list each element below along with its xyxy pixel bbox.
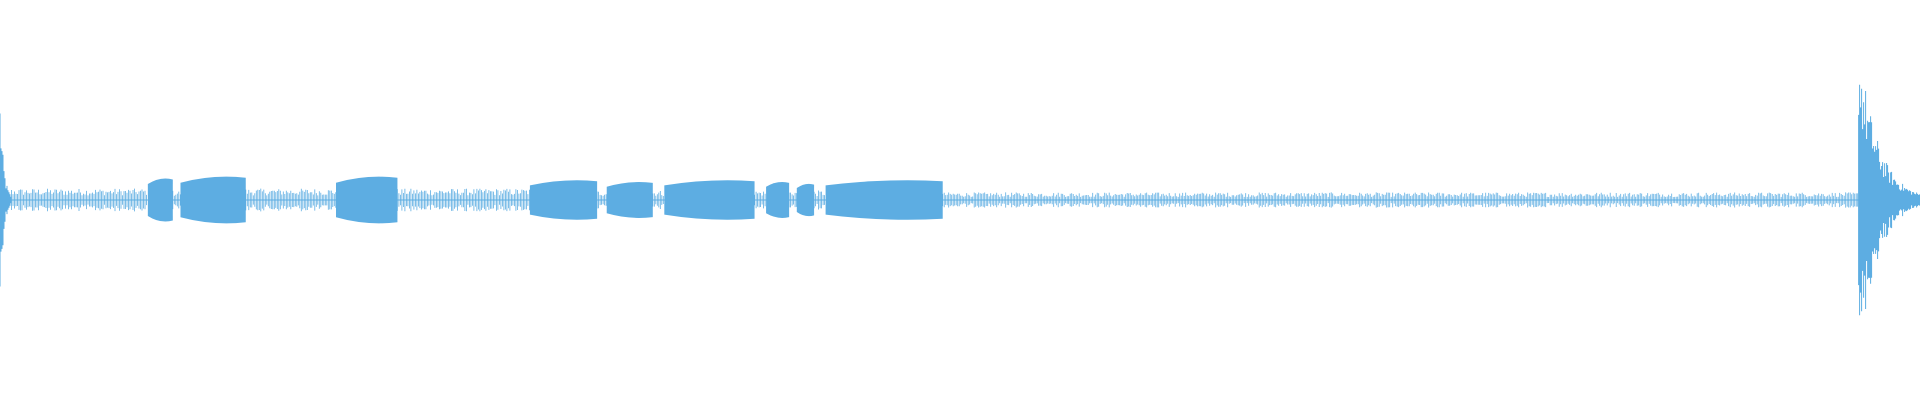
noise-segment [11, 188, 147, 212]
noise-segment [652, 191, 664, 209]
noise-segment [754, 191, 766, 209]
onset-transient-segment [0, 113, 12, 287]
tone-9-segment [825, 180, 943, 220]
tone-6-segment [664, 180, 755, 220]
noise-segment [397, 188, 530, 212]
burst-segment [1858, 84, 1920, 316]
tone-1-segment [147, 178, 173, 222]
noise-segment [942, 192, 1859, 208]
tone-2-segment [180, 176, 246, 224]
noise-segment [813, 190, 825, 210]
noise-segment [788, 192, 797, 208]
waveform-segments [0, 84, 1920, 316]
noise-segment [172, 190, 181, 210]
tone-5-segment [606, 182, 653, 218]
tone-8-segment [796, 183, 815, 217]
tone-4-segment [529, 180, 598, 220]
noise-segment [596, 191, 607, 209]
noise-segment [245, 188, 337, 212]
tone-7-segment [766, 182, 790, 218]
tone-3-segment [336, 176, 398, 224]
